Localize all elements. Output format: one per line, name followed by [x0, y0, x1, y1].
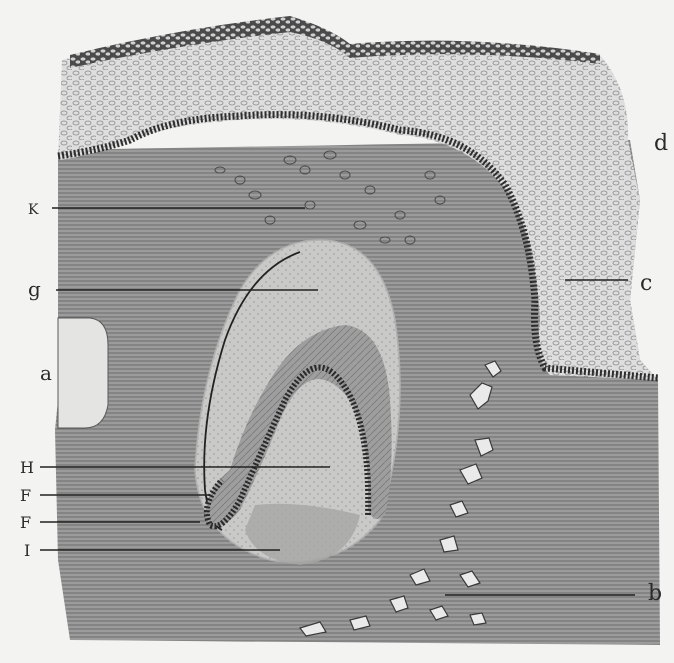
structure-a: [58, 318, 108, 428]
label-F-1: F: [20, 486, 31, 505]
label-F-2: F: [20, 513, 31, 532]
label-b: b: [648, 581, 662, 606]
label-c: c: [640, 271, 652, 296]
label-H: H: [20, 458, 34, 477]
label-I: I: [24, 541, 30, 560]
label-a: a: [40, 361, 52, 385]
label-g: g: [28, 277, 41, 301]
label-d: d: [654, 131, 668, 156]
label-K: K: [28, 202, 39, 218]
